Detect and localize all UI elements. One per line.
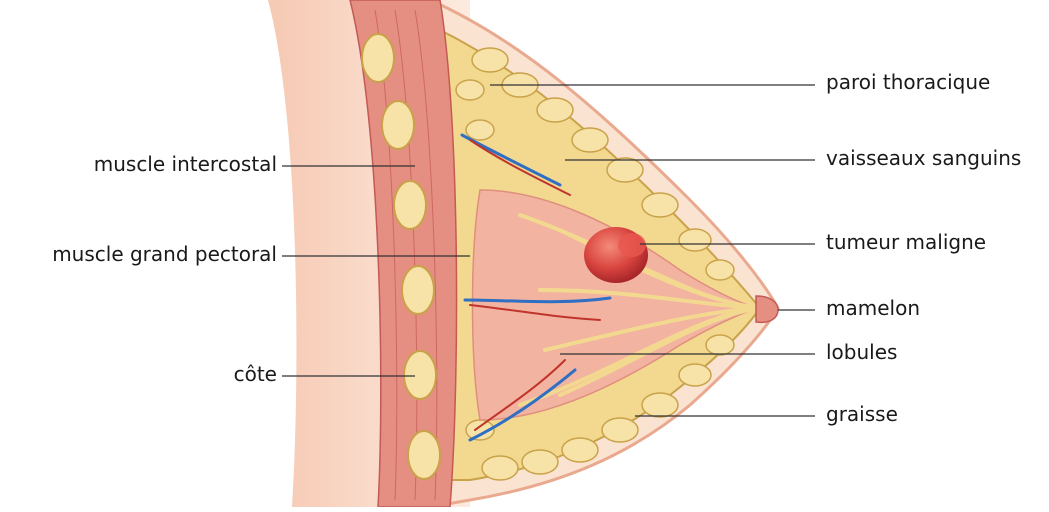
label-lobules: lobules (826, 342, 897, 362)
label-mamelon: mamelon (826, 298, 920, 318)
label-vaisseaux-sanguins: vaisseaux sanguins (826, 148, 1021, 168)
label-muscle-grand-pectoral: muscle grand pectoral (52, 244, 277, 264)
tumor (584, 227, 648, 283)
label-muscle-intercostal: muscle intercostal (94, 154, 277, 174)
label-paroi-thoracique: paroi thoracique (826, 72, 990, 92)
label-graisse: graisse (826, 404, 898, 424)
label-tumeur-maligne: tumeur maligne (826, 232, 986, 252)
label-cote: côte (234, 364, 277, 384)
